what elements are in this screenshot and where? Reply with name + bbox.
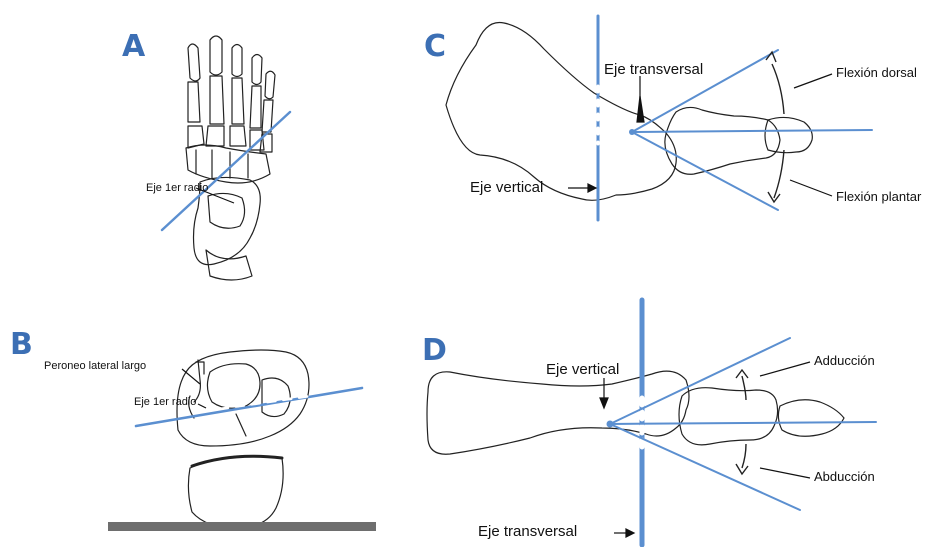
panel-a-letter: A — [122, 32, 145, 62]
panel-d-adduction-leader — [760, 362, 810, 376]
panel-c-dorsal-leader — [794, 74, 832, 88]
panel-b-muscle-leader — [182, 369, 200, 384]
panel-d-abduction-arc — [742, 444, 746, 468]
panel-a-first-ray-axis — [162, 112, 290, 230]
panel-d-transverse-arrowhead — [626, 529, 634, 537]
panel-b-axis-label: Eje 1er radio — [134, 396, 196, 408]
panel-b-muscle-label: Peroneo lateral largo — [44, 360, 146, 372]
panel-c-plantar-leader — [790, 180, 832, 196]
panel-d-transverse-label: Eje transversal — [478, 524, 577, 541]
panel-d-abduction-limit-line — [610, 424, 800, 510]
panel-c-plantar-limit-line — [632, 132, 778, 210]
panel-d-abduction-leader — [760, 468, 810, 478]
panel-c-dorsal-arrowhead — [766, 52, 776, 62]
rearfoot-posterior-view — [177, 350, 309, 528]
first-ray-lateral-view — [446, 22, 812, 200]
ground-line — [108, 522, 376, 531]
panel-d-neutral-line — [610, 422, 876, 424]
panel-c-rotation-center — [629, 129, 635, 135]
panel-c-vertical-label: Eje vertical — [470, 180, 543, 197]
panel-a-axis-label: Eje 1er radio — [146, 182, 208, 194]
panel-c-letter: C — [424, 32, 446, 62]
panel-b-axis-leader — [198, 404, 206, 408]
panel-c-dorsal-arc — [772, 64, 784, 114]
foot-skeleton-top-view — [186, 36, 275, 280]
panel-c-neutral-line — [632, 130, 872, 132]
panel-c-vertical-arrowhead — [588, 184, 596, 192]
panel-c-plantar-arc — [774, 150, 784, 198]
panel-d-vertical-pointer — [600, 398, 608, 408]
panel-d-abduction-arrowhead — [736, 464, 748, 474]
panel-c-dorsal-label: Flexión dorsal — [836, 66, 917, 80]
panel-d-vertical-label: Eje vertical — [546, 362, 619, 379]
panel-c-transverse-label: Eje transversal — [604, 62, 703, 79]
panel-d-letter: D — [422, 336, 447, 366]
panel-b-letter: B — [10, 330, 33, 360]
panel-c-plantar-label: Flexión plantar — [836, 190, 921, 204]
panel-d-adduction-arc — [742, 376, 746, 400]
panel-c-transverse-pointer — [637, 96, 644, 122]
panel-d-adduction-label: Adducción — [814, 354, 875, 368]
panel-d-rotation-center — [607, 421, 614, 428]
panel-d-adduction-limit-line — [610, 338, 790, 424]
panel-d-abduction-label: Abducción — [814, 470, 875, 484]
